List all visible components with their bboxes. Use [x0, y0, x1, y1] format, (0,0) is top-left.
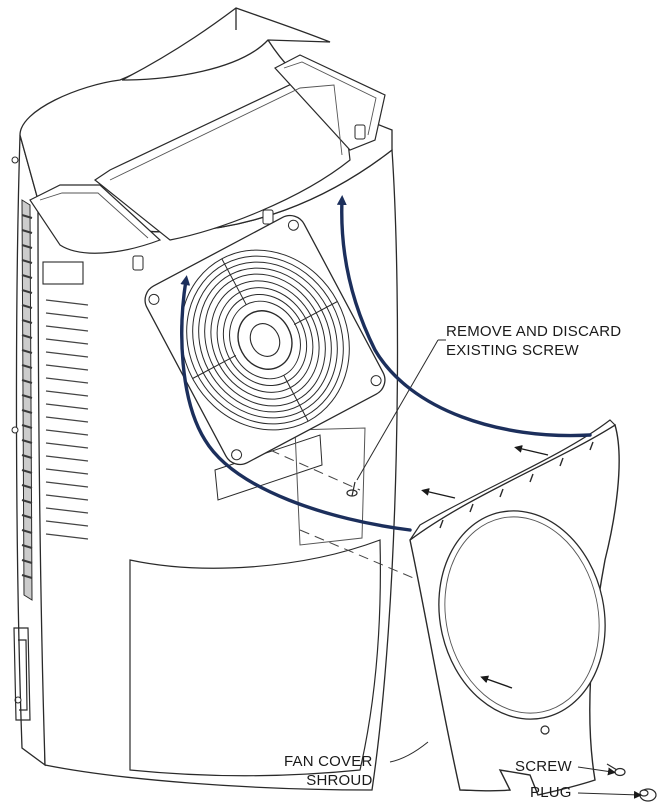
- install-direction-arrows: [421, 445, 549, 689]
- plug-label-text: PLUG: [530, 784, 572, 801]
- shroud-opening: [438, 510, 606, 720]
- remove-screw-label-line-1: REMOVE AND DISCARD: [446, 323, 622, 340]
- fan-assembly: [144, 214, 386, 466]
- nameplate: [42, 261, 84, 285]
- fan-cover-label-line-1: FAN COVER: [284, 753, 373, 770]
- side-handle: [13, 627, 31, 721]
- screw-label-text: SCREW: [515, 758, 572, 775]
- plug-label: PLUG: [530, 783, 572, 802]
- fan-cover-shroud-label: FAN COVER SHROUD: [284, 752, 372, 790]
- motion-arrows: [180, 195, 592, 532]
- new-screw: [606, 763, 626, 777]
- fan-guard: [180, 249, 350, 431]
- screw-label: SCREW: [515, 757, 572, 776]
- remove-screw-leader: [356, 339, 439, 481]
- fan-mount-tabs: [148, 219, 382, 461]
- fan-cover-label-line-2: SHROUD: [306, 772, 373, 789]
- remove-screw-label: REMOVE AND DISCARD EXISTING SCREW: [446, 322, 621, 360]
- label-leaders: [389, 741, 642, 799]
- side-coil: [11, 156, 33, 704]
- existing-screw: [346, 481, 358, 497]
- side-louvers: [45, 299, 89, 540]
- fan-cover-shroud: [409, 419, 620, 796]
- front-access-panels: [214, 427, 366, 546]
- top-cover-inner: [39, 61, 377, 239]
- cover-clips: [132, 124, 366, 271]
- top-dome: [121, 7, 331, 81]
- plug: [639, 788, 657, 802]
- lower-panel: [129, 539, 381, 777]
- remove-screw-label-line-2: EXISTING SCREW: [446, 342, 579, 359]
